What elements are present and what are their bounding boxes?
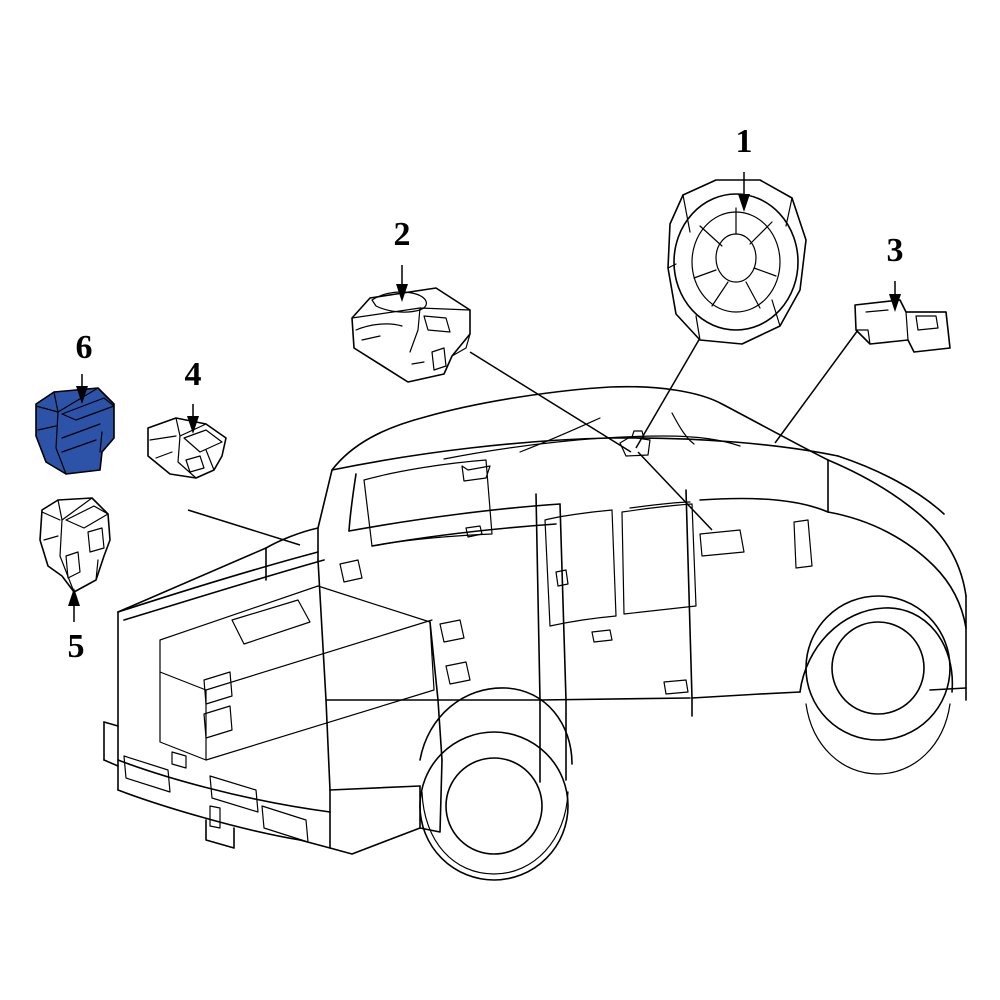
leader-line-1 bbox=[635, 337, 701, 449]
arrow-head-6 bbox=[76, 386, 88, 404]
part-4-satellite-sensor bbox=[147, 417, 227, 479]
leader-lines bbox=[187, 329, 859, 546]
callout-arrows bbox=[68, 172, 901, 622]
callout-label-4: 4 bbox=[185, 356, 202, 393]
leader-line-3 bbox=[774, 329, 859, 444]
arrow-head-3 bbox=[889, 294, 901, 312]
callout-label-3: 3 bbox=[887, 232, 904, 269]
vehicle-illustration bbox=[103, 385, 967, 881]
arrow-head-2 bbox=[396, 284, 408, 302]
leader-line-interior bbox=[637, 451, 713, 531]
callout-label-2: 2 bbox=[394, 216, 411, 253]
arrow-head-5 bbox=[68, 588, 80, 606]
part-1-cable-reel bbox=[667, 179, 807, 345]
leader-line-2 bbox=[469, 351, 632, 453]
part-6-occupant-detection-control-unit bbox=[35, 387, 115, 475]
arrow-head-4 bbox=[187, 416, 199, 434]
arrow-head-1 bbox=[738, 194, 750, 212]
part-3-side-sensor-bracket bbox=[854, 299, 951, 353]
callout-label-1: 1 bbox=[736, 123, 753, 160]
part-2-srs-control-unit bbox=[351, 287, 471, 383]
callout-labels: 1 2 3 4 5 6 bbox=[68, 123, 904, 665]
callout-label-6: 6 bbox=[76, 329, 93, 366]
callout-label-5: 5 bbox=[68, 628, 85, 665]
part-5-front-impact-sensor bbox=[39, 497, 111, 593]
leader-line-6 bbox=[187, 509, 301, 546]
